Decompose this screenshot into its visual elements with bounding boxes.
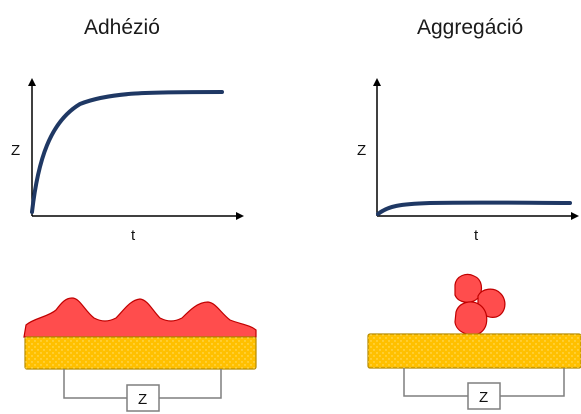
right-measurement-wire-right bbox=[500, 368, 565, 397]
aggregation-curve bbox=[376, 200, 572, 216]
right-meter-label: Z bbox=[479, 389, 488, 406]
aggregation-graph: Z t bbox=[357, 78, 579, 244]
left-meter-label: Z bbox=[138, 391, 147, 408]
aggregation-x-label: t bbox=[474, 227, 479, 244]
left-impedance-meter bbox=[126, 384, 160, 412]
adhesion-y-label: Z bbox=[11, 142, 20, 159]
right-impedance-meter bbox=[467, 382, 501, 410]
left-measurement-wire-right bbox=[159, 369, 222, 399]
aggregation-electrode-setup: Z bbox=[367, 273, 581, 410]
aggregate-cell-top bbox=[454, 273, 483, 303]
left-measurement-wire bbox=[63, 369, 127, 399]
panel-title-adhesion: Adhézió bbox=[84, 16, 160, 39]
adherent-cell-layer bbox=[23, 297, 257, 338]
adhesion-graph: Z t bbox=[11, 78, 244, 244]
adhesion-curve bbox=[30, 90, 224, 214]
aggregate-cell-bottom bbox=[454, 301, 488, 336]
right-electrode-texture bbox=[368, 334, 581, 368]
aggregation-y-label: Z bbox=[357, 142, 366, 159]
adhesion-electrode-setup: Z bbox=[23, 297, 257, 412]
panel-title-aggregation: Aggregáció bbox=[417, 16, 524, 39]
adhesion-x-label: t bbox=[131, 227, 136, 244]
cell-aggregate bbox=[454, 273, 506, 336]
left-electrode-texture bbox=[25, 337, 256, 369]
right-measurement-wire bbox=[403, 368, 468, 397]
